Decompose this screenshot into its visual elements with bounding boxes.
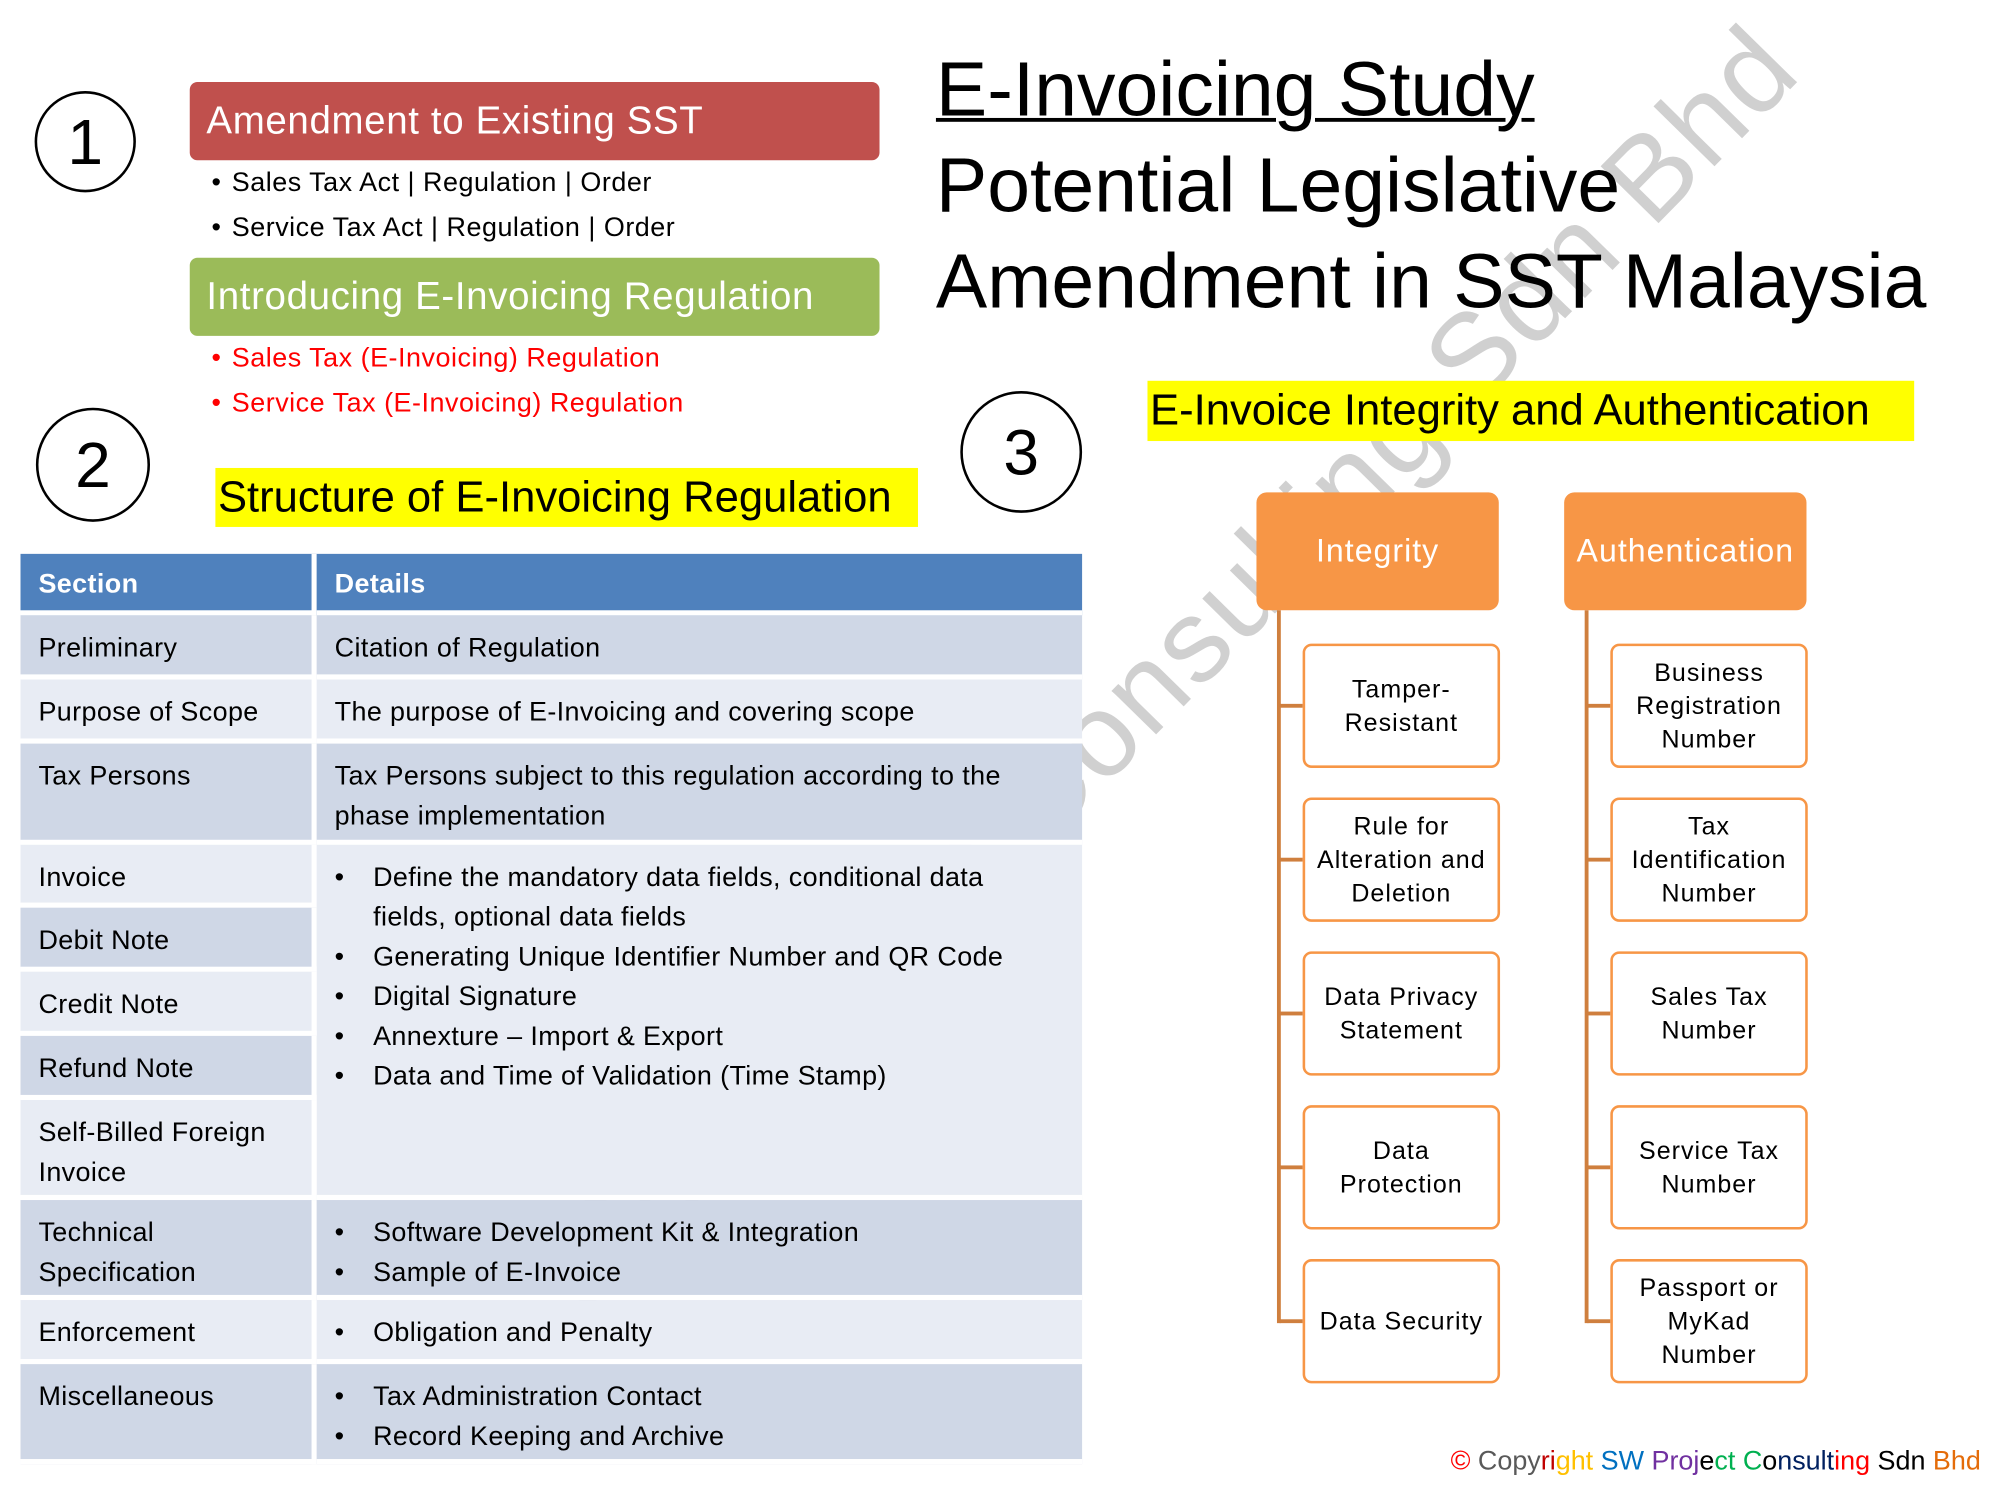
details-bullet: Annexture – Import & Export xyxy=(335,1017,1064,1057)
amendment-item: Service Tax Act | Regulation | Order xyxy=(212,213,676,244)
authentication-branch-line xyxy=(1587,1165,1611,1170)
authentication-connector xyxy=(1584,610,1589,1324)
details-bullet: Sample of E-Invoice xyxy=(335,1253,1064,1293)
authentication-header: Authentication xyxy=(1564,492,1807,611)
structure-table: Section Details Preliminary Citation of … xyxy=(20,553,1083,1465)
integrity-item: Tamper-Resistant xyxy=(1302,643,1501,768)
authentication-item: Service Tax Number xyxy=(1610,1105,1808,1230)
details-cell: Obligation and Penalty xyxy=(316,1300,1083,1365)
integrity-branch-line xyxy=(1279,1011,1303,1016)
integrity-header: Integrity xyxy=(1256,492,1499,611)
title-line-3: Amendment in SST Malaysia xyxy=(935,238,1927,325)
section-cell: Tax Persons xyxy=(20,743,317,845)
authentication-item: Sales Tax Number xyxy=(1610,951,1808,1076)
section-cell: Invoice xyxy=(20,844,317,908)
table-row: Miscellaneous Tax Administration Contact… xyxy=(20,1364,1083,1465)
table-row: Debit Note xyxy=(20,907,1083,972)
copyright-segment: ing xyxy=(1834,1446,1878,1476)
table-header-row: Section Details xyxy=(20,553,1083,616)
introducing-item: Service Tax (E-Invoicing) Regulation xyxy=(212,388,684,419)
details-bullet: Define the mandatory data fields, condit… xyxy=(335,858,1064,937)
step-marker-1: 1 xyxy=(34,91,136,193)
details-bullet: Digital Signature xyxy=(335,977,1064,1017)
details-bullet: Obligation and Penalty xyxy=(335,1313,1064,1353)
integrity-item: Data Protection xyxy=(1302,1105,1501,1230)
integrity-item: Rule for Alteration and Deletion xyxy=(1302,797,1501,922)
table-row: Refund Note xyxy=(20,1035,1083,1101)
table-row: Invoice Define the mandatory data fields… xyxy=(20,844,1083,1201)
section-cell: Credit Note xyxy=(20,971,317,1036)
details-bullet: Record Keeping and Archive xyxy=(335,1417,1064,1457)
details-cell: Software Development Kit & Integration S… xyxy=(316,1200,1083,1301)
table-row: Preliminary Citation of Regulation xyxy=(20,615,1083,680)
details-bullet: Generating Unique Identifier Number and … xyxy=(335,937,1064,977)
integrity-connector xyxy=(1276,610,1281,1324)
copyright-segment: Proj xyxy=(1651,1446,1700,1476)
copyright-notice: © Copyright SW Project Consulting Sdn Bh… xyxy=(1451,1446,1981,1477)
copyright-segment: C xyxy=(1742,1446,1763,1476)
details-cell: Tax Persons subject to this regulation a… xyxy=(316,743,1083,845)
copyright-segment: e xyxy=(1699,1446,1715,1476)
section-cell: Debit Note xyxy=(20,907,317,972)
authentication-branch-line xyxy=(1587,857,1611,862)
copyright-segment: Bhd xyxy=(1932,1446,1981,1476)
step-marker-3: 3 xyxy=(960,391,1083,513)
section-cell: Miscellaneous xyxy=(20,1364,317,1465)
title-line-2: Potential Legislative xyxy=(935,142,1621,229)
table-row: Tax Persons Tax Persons subject to this … xyxy=(20,743,1083,845)
table-row: Enforcement Obligation and Penalty xyxy=(20,1300,1083,1365)
details-bullet: Software Development Kit & Integration xyxy=(335,1213,1064,1253)
details-bullet: Tax Administration Contact xyxy=(335,1377,1064,1417)
amendment-banner: Amendment to Existing SST xyxy=(189,82,880,161)
integrity-branch-line xyxy=(1279,1165,1303,1170)
introducing-item: Sales Tax (E-Invoicing) Regulation xyxy=(212,344,661,375)
section-cell: Self-Billed Foreign Invoice xyxy=(20,1100,317,1201)
authentication-item: Passport or MyKad Number xyxy=(1610,1259,1808,1384)
structure-heading: Structure of E-Invoicing Regulation xyxy=(215,467,918,527)
details-cell: Citation of Regulation xyxy=(316,615,1083,680)
integrity-branch-line xyxy=(1279,703,1303,708)
table-row: Technical Specification Software Develop… xyxy=(20,1200,1083,1301)
title-line-1: E-Invoicing Study xyxy=(935,46,1535,133)
authentication-branch-line xyxy=(1587,1319,1611,1324)
table-row: Self-Billed Foreign Invoice xyxy=(20,1100,1083,1201)
integrity-item: Data Privacy Statement xyxy=(1302,951,1501,1076)
integrity-branch-line xyxy=(1279,857,1303,862)
invoice-group-details-cell: Define the mandatory data fields, condit… xyxy=(316,844,1083,1201)
details-cell: The purpose of E-Invoicing and covering … xyxy=(316,679,1083,744)
amendment-item: Sales Tax Act | Regulation | Order xyxy=(212,168,652,199)
copyright-segment: Copy xyxy=(1477,1446,1541,1476)
details-bullet: Data and Time of Validation (Time Stamp) xyxy=(335,1056,1064,1096)
column-header-details: Details xyxy=(316,553,1083,616)
copyright-segment: ct xyxy=(1714,1446,1743,1476)
integrity-item: Data Security xyxy=(1302,1259,1501,1384)
introducing-banner: Introducing E-Invoicing Regulation xyxy=(189,257,880,336)
column-header-section: Section xyxy=(20,553,317,616)
copyright-segment: ri xyxy=(1540,1446,1556,1476)
section-cell: Preliminary xyxy=(20,615,317,680)
table-row: Credit Note xyxy=(20,971,1083,1036)
details-cell: Tax Administration Contact Record Keepin… xyxy=(316,1364,1083,1465)
authentication-item: Business Registration Number xyxy=(1610,643,1808,768)
copyright-segment: o xyxy=(1762,1446,1778,1476)
integrity-heading: E-Invoice Integrity and Authentication xyxy=(1147,380,1915,442)
integrity-branch-line xyxy=(1279,1319,1303,1324)
copyright-segment: ght xyxy=(1555,1446,1601,1476)
table-row: Purpose of Scope The purpose of E-Invoic… xyxy=(20,679,1083,744)
step-marker-2: 2 xyxy=(35,407,151,522)
copyright-segment: nsult xyxy=(1777,1446,1835,1476)
authentication-branch-line xyxy=(1587,703,1611,708)
copyright-segment: SW xyxy=(1600,1446,1652,1476)
authentication-item: Tax Identification Number xyxy=(1610,797,1808,922)
section-cell: Purpose of Scope xyxy=(20,679,317,744)
section-cell: Refund Note xyxy=(20,1035,317,1101)
section-cell: Enforcement xyxy=(20,1300,317,1365)
copyright-segment: © xyxy=(1450,1446,1478,1476)
copyright-segment: Sdn xyxy=(1877,1446,1933,1476)
section-cell: Technical Specification xyxy=(20,1200,317,1301)
authentication-branch-line xyxy=(1587,1011,1611,1016)
